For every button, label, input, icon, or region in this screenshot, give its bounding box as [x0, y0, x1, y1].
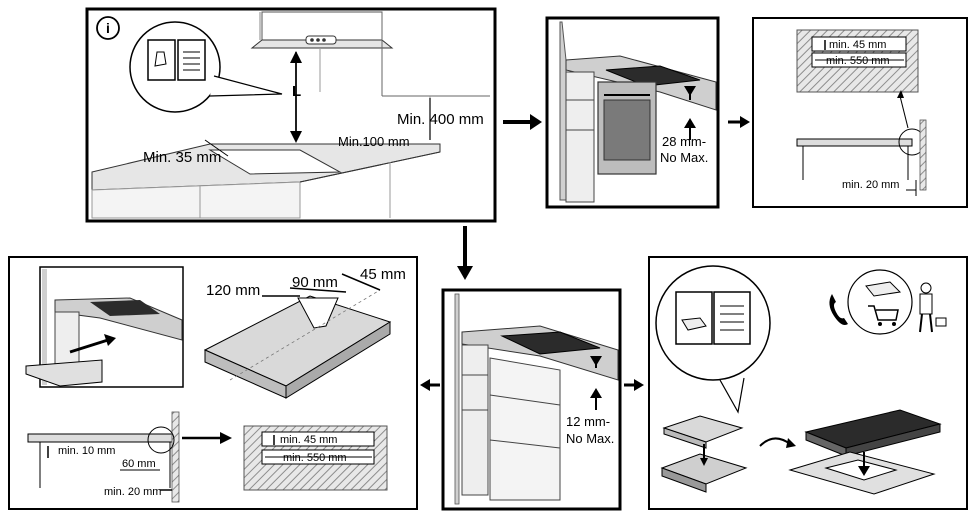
arrow-right-icon: [728, 116, 750, 128]
panel-cutout-dimensions: 120 mm 90 mm 45 mm min. 10 mm 60 mm min.…: [8, 256, 418, 510]
arrow-left-icon: [420, 379, 440, 391]
arrow-down-icon: [457, 226, 473, 280]
cutout-wall-gap: min. 20 mm: [104, 486, 161, 498]
cart-icon: [865, 281, 902, 326]
info-icon-glyph: i: [106, 20, 110, 36]
cutout-gap-60: 60 mm: [122, 458, 156, 470]
panel-drawer-gap: 12 mm- No Max.: [441, 288, 622, 511]
technician-icon: [919, 282, 947, 333]
arrow-right-icon: [624, 379, 644, 391]
cutout-dim-b: 90 mm: [292, 274, 338, 291]
cutout-min-depth: min. 45 mm: [280, 434, 337, 446]
cutout-min-width: min. 550 mm: [283, 452, 347, 464]
drawer-gap-line2: No Max.: [566, 431, 614, 446]
oven-gap-line2: No Max.: [660, 150, 708, 165]
side-clearance-label: Min. 35 mm: [143, 149, 221, 166]
cutout-dim-a: 120 mm: [206, 282, 260, 299]
phone-icon: [829, 294, 848, 325]
detail-top-wall-gap: min. 20 mm: [842, 179, 899, 191]
hood-height-label: L: [292, 83, 301, 100]
panel-installation: [648, 256, 968, 510]
wall-clearance-label: Min. 400 mm: [397, 111, 484, 128]
cutout-dim-c: 45 mm: [360, 266, 406, 283]
panel-hood-clearance: i L Min. 400 mm Min. 35 mm Min.100 mm: [85, 7, 497, 223]
arrow-right-icon: [503, 114, 542, 130]
panel-oven-gap: 28 mm- No Max.: [545, 16, 720, 209]
rear-clearance-label: Min.100 mm: [338, 134, 410, 149]
drawer-gap-line1: 12 mm-: [566, 414, 610, 429]
detail-top-min-depth: min. 45 mm: [829, 39, 886, 51]
oven-gap-line1: 28 mm-: [662, 134, 706, 149]
detail-top-min-width: min. 550 mm: [826, 55, 890, 67]
manual-icon: [675, 291, 751, 345]
panel-cutout-detail-top: min. 45 mm min. 550 mm min. 20 mm: [752, 17, 968, 208]
info-icon: i: [96, 16, 120, 40]
manual-icon: [147, 39, 206, 81]
cutout-min-edge: min. 10 mm: [58, 445, 115, 457]
